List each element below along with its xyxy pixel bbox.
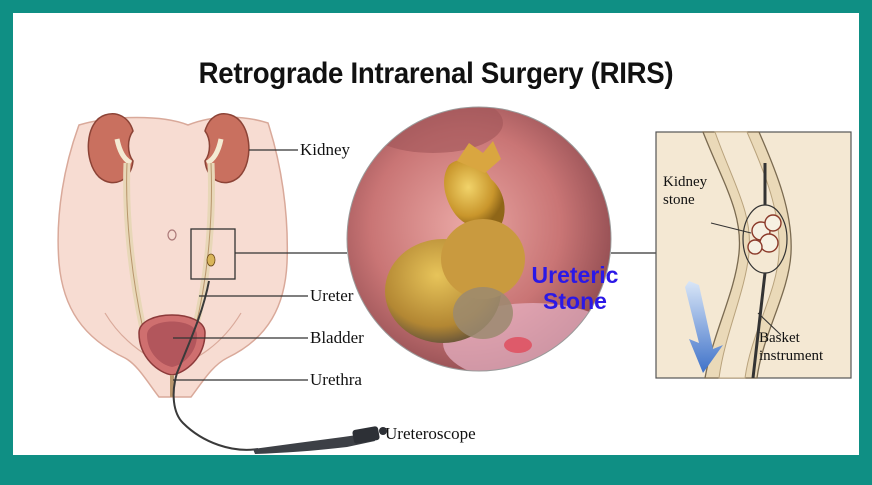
diagram-canvas: Retrograde Intrarenal Surgery (RIRS) Kid… — [13, 13, 859, 455]
ureteroscope-device — [253, 426, 387, 454]
stone-label-line1: Ureteric — [505, 262, 645, 288]
basket-line2: instrument — [759, 347, 823, 365]
kidney-stone-line2: stone — [663, 191, 707, 209]
label-kidney: Kidney — [300, 140, 350, 160]
label-ureteric-stone: Ureteric Stone — [505, 262, 645, 314]
diagram-title: Retrograde Intrarenal Surgery (RIRS) — [47, 57, 825, 91]
basket-line1: Basket — [759, 329, 823, 347]
torso-illustration — [58, 114, 287, 450]
endoscopic-view — [347, 93, 623, 383]
label-bladder: Bladder — [310, 328, 364, 348]
label-kidney-stone: Kidney stone — [663, 173, 707, 209]
label-ureteroscope: Ureteroscope — [385, 424, 476, 444]
label-ureter: Ureter — [310, 286, 353, 306]
label-urethra: Urethra — [310, 370, 362, 390]
label-basket-instrument: Basket instrument — [759, 329, 823, 365]
stone-label-line2: Stone — [505, 288, 645, 314]
kidney-stone-line1: Kidney — [663, 173, 707, 191]
